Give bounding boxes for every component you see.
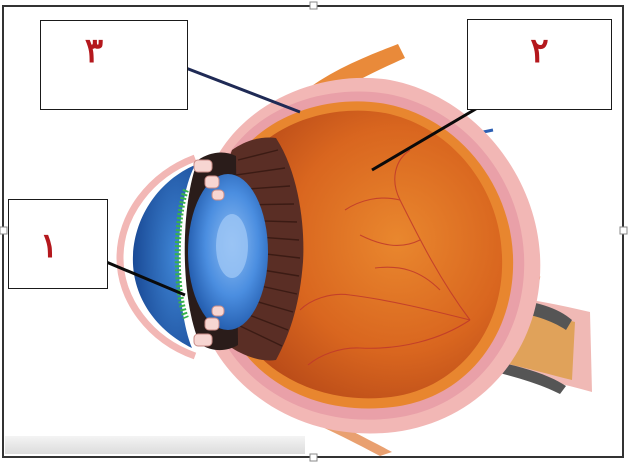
lens-highlight (216, 214, 248, 278)
label-number-3: ٣ (84, 31, 104, 71)
vitreous-body (226, 110, 503, 399)
label-box-1[interactable]: ١ (8, 199, 108, 289)
handle-left (0, 226, 8, 235)
handle-right (619, 226, 628, 235)
suspensory-ligaments (193, 159, 225, 347)
handle-top (309, 1, 318, 10)
label-number-2: ٢ (530, 30, 549, 71)
floor-shadow (5, 436, 305, 454)
cornea-outer-edge (116, 154, 197, 360)
label-box-3[interactable]: ٣ (40, 20, 188, 110)
handle-bottom (309, 453, 318, 462)
label-box-2[interactable]: ٢ (467, 19, 612, 110)
label-number-1: ١ (39, 226, 59, 266)
iris-fringe (174, 188, 189, 320)
retinal-vessels (299, 149, 471, 366)
